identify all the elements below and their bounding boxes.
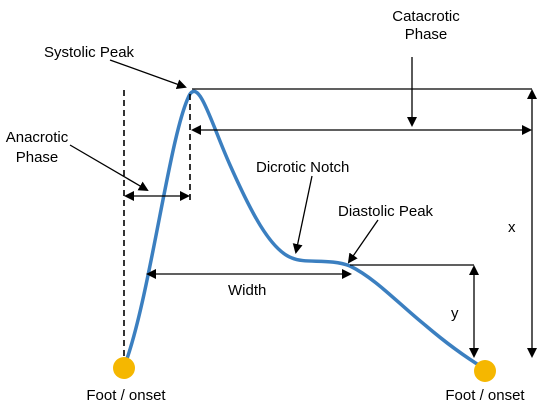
width-label: Width bbox=[228, 282, 266, 299]
catacrotic-phase-label-line2: Phase bbox=[405, 26, 448, 43]
x-label: x bbox=[508, 219, 516, 236]
catacrotic-phase-label-line1: Catacrotic bbox=[392, 8, 460, 25]
foot-onset-label-left: Foot / onset bbox=[86, 387, 166, 404]
diastolic-peak-pointer bbox=[347, 219, 379, 264]
anacrotic-phase-label-line2: Phase bbox=[16, 149, 59, 166]
anacrotic-phase-pointer bbox=[69, 144, 149, 192]
systolic-peak-pointer bbox=[109, 59, 187, 89]
foot-onset-dot-left bbox=[113, 357, 135, 379]
anacrotic-phase-label-line1: Anacrotic bbox=[6, 129, 69, 146]
y-label: y bbox=[451, 305, 459, 322]
ppg-waveform bbox=[122, 89, 487, 371]
dicrotic-notch-pointer bbox=[292, 175, 313, 254]
dicrotic-notch-label: Dicrotic Notch bbox=[256, 159, 349, 176]
foot-onset-label-right: Foot / onset bbox=[445, 387, 525, 404]
foot-onset-dot-right bbox=[474, 360, 496, 382]
systolic-peak-label: Systolic Peak bbox=[44, 44, 135, 61]
diastolic-peak-label: Diastolic Peak bbox=[338, 203, 434, 220]
